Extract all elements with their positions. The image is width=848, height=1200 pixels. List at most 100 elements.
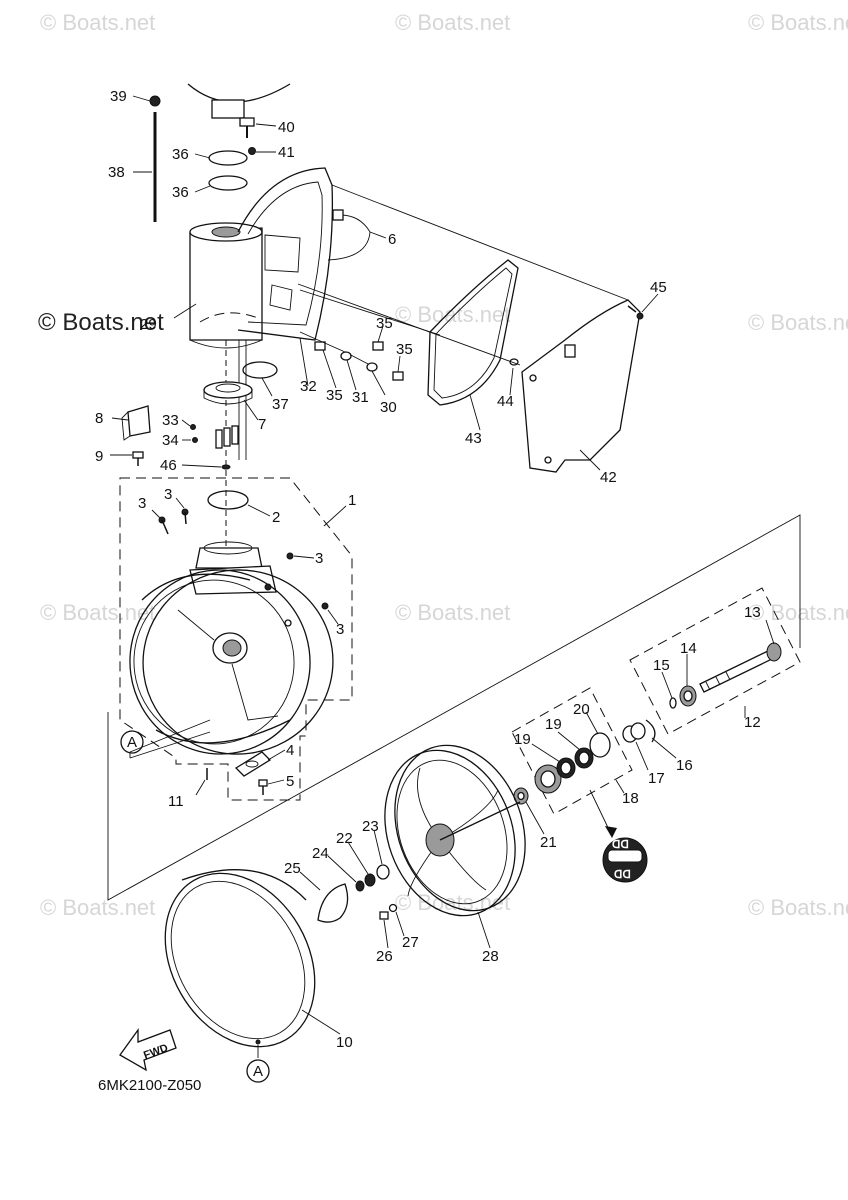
label-9: 9 [95, 448, 103, 465]
part-8-bracket [121, 405, 151, 441]
part-21-washer-bore [517, 791, 525, 801]
label-35: 35 [376, 315, 393, 332]
watermark: © Boats.net [395, 302, 510, 327]
label-30: 30 [380, 399, 397, 416]
label-3: 3 [315, 550, 323, 567]
label-41: 41 [278, 144, 295, 161]
label-22: 22 [336, 830, 353, 847]
watermark: © Boats.net [40, 895, 155, 920]
watermark: © Boats.net [748, 895, 848, 920]
part-25-cap [317, 883, 349, 923]
watermark: © Boats.net [748, 310, 848, 335]
part-4-plate [234, 751, 272, 777]
label-15: 15 [653, 657, 670, 674]
part-16-circlip [645, 719, 656, 743]
part-22-washer [364, 873, 376, 887]
part-29-housing [189, 222, 263, 349]
part-2-o-ring [207, 490, 249, 510]
alignment-line [297, 283, 521, 366]
label-46: 46 [160, 457, 177, 474]
part-35-bolt [392, 371, 404, 381]
label-5: 5 [286, 773, 294, 790]
part-40-bolt [239, 117, 255, 138]
label-2: 2 [272, 509, 280, 526]
part-34-clip [192, 437, 198, 443]
label-37: 37 [272, 396, 289, 413]
part-14-bearing-bore [683, 690, 693, 702]
part-36-o-ring [208, 175, 248, 191]
label-8: 8 [95, 410, 103, 427]
alignment-line [299, 289, 441, 336]
group-boundary-line [107, 514, 801, 901]
watermark: © Boats.net [40, 310, 155, 335]
upper-housing-edge [187, 83, 291, 103]
part-12-shaft [699, 649, 775, 693]
label-38: 38 [108, 164, 125, 181]
part-31-joint [340, 351, 352, 361]
label-3: 3 [336, 621, 344, 638]
svg-text:ᗡᗡ: ᗡᗡ [612, 839, 629, 851]
watermarks: © Boats.net © Boats.net © Boats.net © Bo… [40, 10, 848, 920]
part-32-rod [299, 331, 373, 367]
part-17-collar [622, 722, 646, 743]
part-15-clip [669, 697, 677, 709]
watermark: © Boats.net [40, 600, 155, 625]
assembly-1-boundary [119, 477, 353, 801]
label-33: 33 [162, 412, 179, 429]
part-19-seal-bore [560, 761, 572, 775]
label-1: 1 [348, 492, 356, 509]
label-19: 19 [514, 731, 531, 748]
part-36-o-ring [208, 150, 248, 166]
watermark: © Boats.net [395, 10, 510, 35]
label-14: 14 [680, 640, 697, 657]
label-32: 32 [300, 378, 317, 395]
watermark: © Boats.net [748, 10, 848, 35]
label-31: 31 [352, 389, 369, 406]
ref-a-leader [129, 719, 211, 759]
label-26: 26 [376, 948, 393, 965]
label-13: 13 [744, 604, 761, 621]
part-43-gasket-inner [433, 267, 513, 399]
watermark: © Boats.net [395, 600, 510, 625]
alignment-line [331, 184, 629, 301]
part-27-washer [388, 903, 398, 913]
label-4: 4 [286, 742, 294, 759]
part-30-joint [366, 362, 378, 372]
assembly-18-boundary [511, 687, 633, 815]
label-10: 10 [336, 1034, 353, 1051]
label-40: 40 [278, 119, 295, 136]
label-23: 23 [362, 818, 379, 835]
part-35-bolt [314, 341, 326, 351]
part-28-impeller [384, 744, 526, 917]
label-24: 24 [312, 845, 329, 862]
part-45-screw [627, 305, 644, 320]
label-35: 35 [326, 387, 343, 404]
label-21: 21 [540, 834, 557, 851]
label-42: 42 [600, 469, 617, 486]
label-11: 11 [168, 793, 184, 810]
part-35-bolt [372, 341, 384, 351]
label-17: 17 [648, 770, 665, 787]
part-7-grommet [203, 381, 253, 405]
assembly-12-boundary [629, 587, 801, 735]
part-1-pump-housing [129, 541, 334, 755]
part-5-bolt [258, 779, 268, 795]
label-19: 19 [545, 716, 562, 733]
label-35: 35 [396, 341, 413, 358]
label-34: 34 [162, 432, 179, 449]
part-41-washer [248, 147, 256, 155]
label-29: 29 [140, 316, 157, 333]
label-36: 36 [172, 146, 189, 163]
label-12: 12 [744, 714, 761, 731]
linkage-connectors [215, 425, 239, 449]
part-42-cover-plate [521, 299, 641, 473]
svg-text:ᗡᗡ: ᗡᗡ [614, 869, 631, 881]
linkage-parts [299, 331, 404, 381]
part-38-long-bolt [149, 95, 161, 222]
part-23-washer [376, 864, 390, 880]
part-18-bearing-housing [534, 764, 562, 794]
leader-lines [110, 95, 775, 1035]
label-3: 3 [164, 486, 172, 503]
part-46-washer [221, 464, 231, 470]
